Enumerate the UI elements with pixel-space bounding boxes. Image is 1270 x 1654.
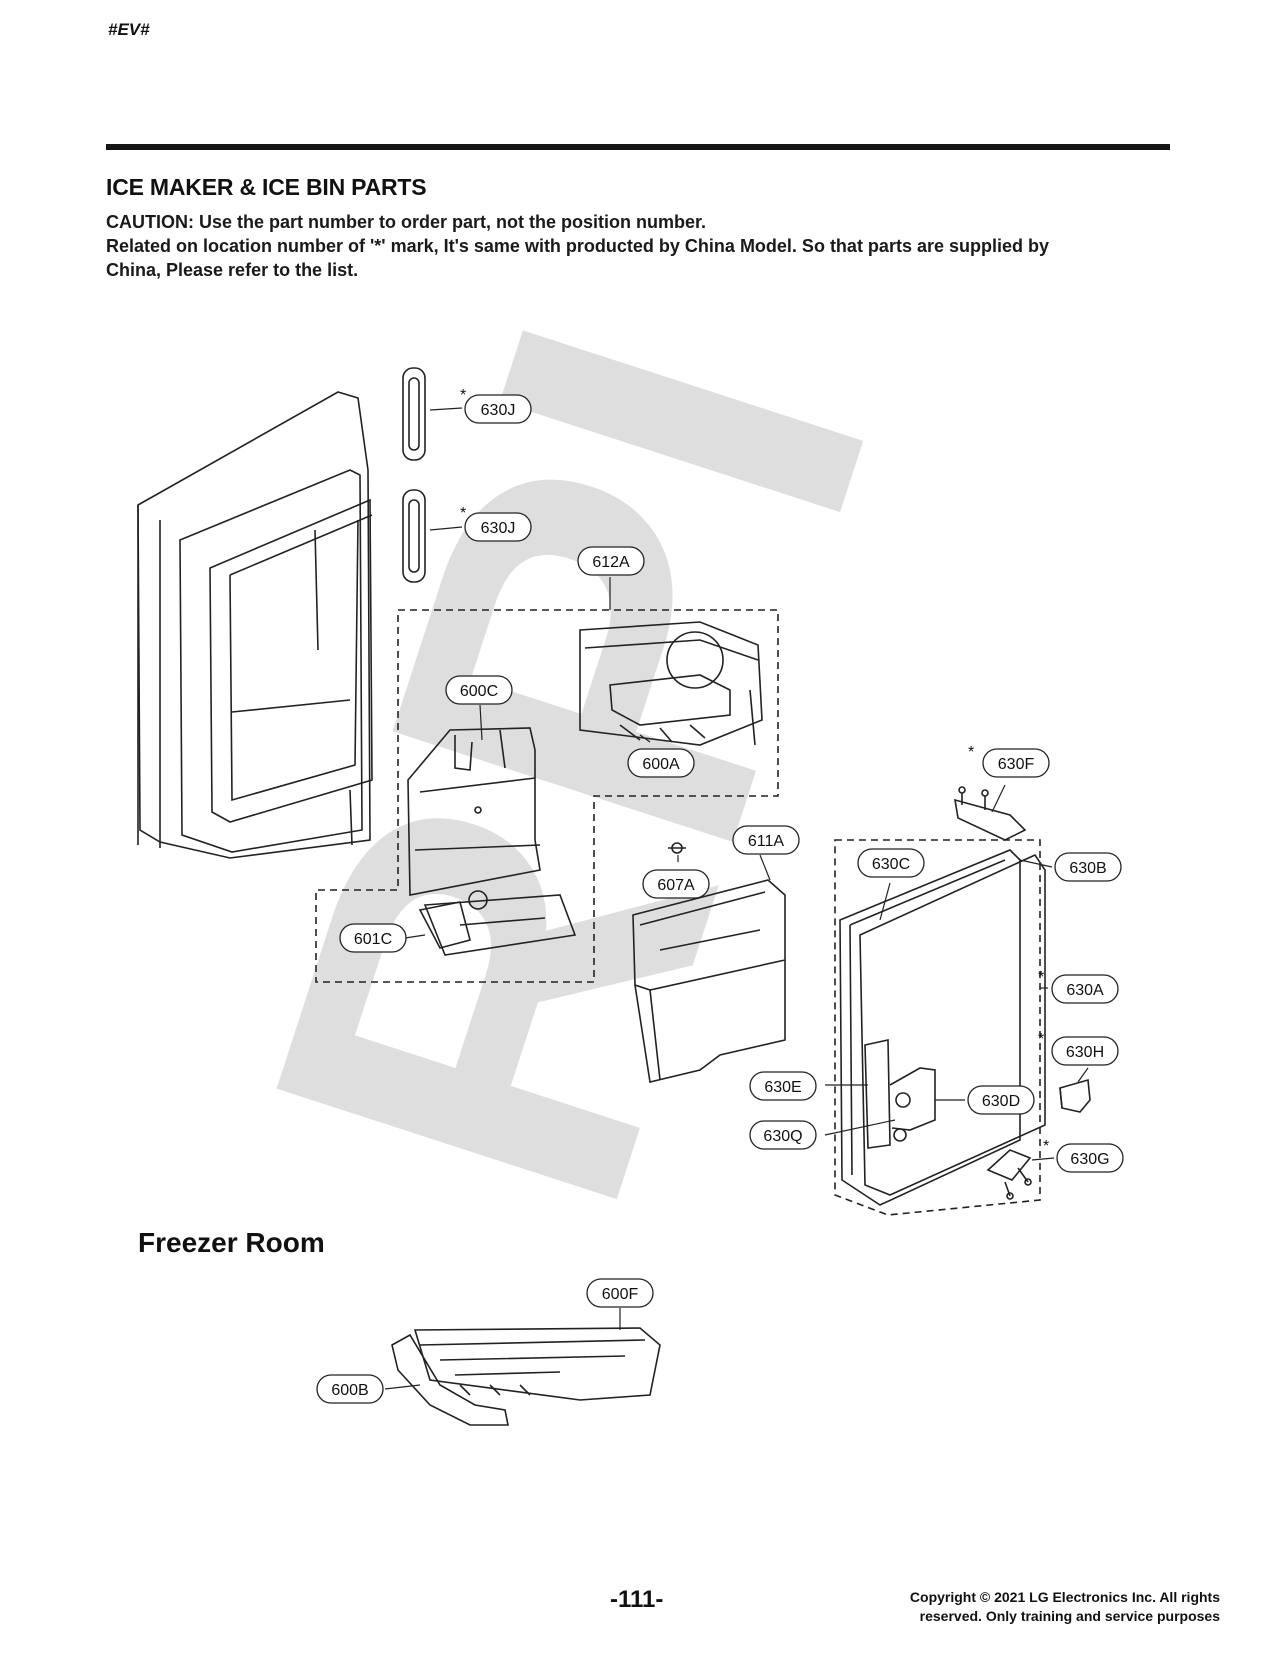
clip-630j-drawing <box>402 367 426 583</box>
copyright-line: reserved. Only training and service purp… <box>919 1608 1220 1624</box>
callout-600c: 600C <box>445 675 513 705</box>
callout-630d: 630D <box>967 1085 1035 1115</box>
callout-630j-1: 630J * <box>460 387 532 424</box>
svg-text:630F: 630F <box>998 756 1035 773</box>
bracket-630f-drawing <box>954 786 1027 841</box>
bracket-630g-drawing <box>986 1149 1032 1200</box>
cover-611a-drawing <box>632 879 786 1083</box>
svg-text:600F: 600F <box>602 1286 639 1303</box>
assembly-612a-boundary <box>315 609 779 983</box>
watermark-text: RPI <box>159 263 979 1267</box>
document-code: #EV# <box>108 20 150 39</box>
callout-612a: 612A <box>577 546 645 576</box>
freezer-icemaker-drawing <box>391 1327 661 1426</box>
svg-text:600B: 600B <box>331 1382 368 1399</box>
svg-text:630J: 630J <box>481 520 516 537</box>
callout-611a: 611A <box>732 825 800 855</box>
svg-text:612A: 612A <box>592 554 630 571</box>
svg-text:*: * <box>968 744 974 761</box>
svg-text:*: * <box>460 387 466 404</box>
callout-630q: 630Q <box>749 1120 817 1150</box>
callout-600f: 600F <box>586 1278 654 1308</box>
svg-text:630D: 630D <box>982 1093 1020 1110</box>
callout-607a: 607A <box>642 869 710 899</box>
svg-text:*: * <box>1038 1031 1044 1048</box>
section-rule <box>106 144 1170 150</box>
callout-630b: 630B <box>1054 852 1122 882</box>
svg-text:630H: 630H <box>1066 1044 1104 1061</box>
svg-text:600C: 600C <box>460 683 498 700</box>
svg-text:601C: 601C <box>354 931 392 948</box>
svg-text:630C: 630C <box>872 856 910 873</box>
block-630h-drawing <box>1059 1078 1091 1113</box>
copyright-line: Copyright © 2021 LG Electronics Inc. All… <box>909 1589 1220 1605</box>
door-assembly-boundary <box>834 839 1041 1216</box>
callout-600a: 600A <box>627 748 695 778</box>
svg-text:630Q: 630Q <box>763 1128 802 1145</box>
subsection-title: Freezer Room <box>138 1227 325 1258</box>
callout-601c: 601C <box>339 923 407 953</box>
callout-600b: 600B <box>316 1374 384 1404</box>
caution-line: Related on location number of '*' mark, … <box>106 236 1049 256</box>
caution-line: CAUTION: Use the part number to order pa… <box>106 212 707 232</box>
svg-text:630A: 630A <box>1066 982 1104 999</box>
callout-630g: 630G * <box>1043 1138 1124 1173</box>
door-panel-630c-drawing <box>839 849 1046 1206</box>
svg-text:*: * <box>1043 1138 1049 1155</box>
screw-607a-drawing <box>668 842 686 854</box>
svg-text:630J: 630J <box>481 402 516 419</box>
callout-630h: 630H * <box>1038 1031 1119 1066</box>
callout-630j-2: 630J * <box>460 505 532 542</box>
icemaker-600a-drawing <box>579 621 763 746</box>
svg-text:630B: 630B <box>1069 860 1106 877</box>
callout-630e: 630E <box>749 1071 817 1101</box>
svg-text:600A: 600A <box>642 756 680 773</box>
callout-630f: 630F * <box>968 744 1050 778</box>
callout-630a: 630A * <box>1038 969 1119 1004</box>
bracket-600c-drawing <box>407 727 577 956</box>
svg-text:630E: 630E <box>764 1079 801 1096</box>
page-number: -111- <box>610 1586 664 1613</box>
svg-text:*: * <box>1038 969 1044 986</box>
section-title: ICE MAKER & ICE BIN PARTS <box>106 174 427 200</box>
svg-text:607A: 607A <box>657 877 695 894</box>
svg-text:611A: 611A <box>748 833 785 850</box>
hinge-630d-drawing <box>864 1039 936 1149</box>
svg-text:*: * <box>460 505 466 522</box>
callout-630c: 630C <box>857 848 925 878</box>
caution-text: CAUTION: Use the part number to order pa… <box>106 210 1176 282</box>
copyright-notice: Copyright © 2021 LG Electronics Inc. All… <box>840 1588 1220 1626</box>
svg-text:630G: 630G <box>1070 1151 1109 1168</box>
door-liner-drawing <box>137 391 373 859</box>
caution-line: China, Please refer to the list. <box>106 260 359 280</box>
